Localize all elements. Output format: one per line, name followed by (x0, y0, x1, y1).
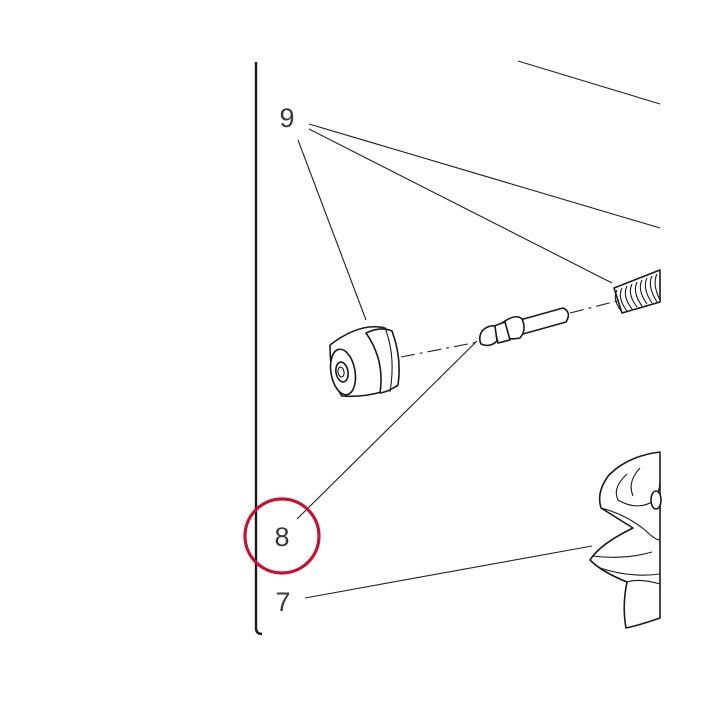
assembly-axis (400, 300, 618, 358)
pin-part (478, 307, 570, 347)
clip-bracket-part (589, 451, 662, 629)
leader-lines-9 (297, 123, 661, 321)
callout-label-8: 8 (274, 522, 289, 552)
leader-line-8 (296, 340, 478, 520)
callout-label-7: 7 (275, 587, 290, 617)
callout-label-9: 9 (279, 103, 294, 133)
highlight-circle (243, 497, 321, 575)
partial-leader-top (517, 60, 661, 105)
leader-line-7 (304, 545, 593, 599)
cap-part (329, 326, 400, 398)
frame-border (254, 62, 263, 636)
spring-part (613, 269, 661, 314)
